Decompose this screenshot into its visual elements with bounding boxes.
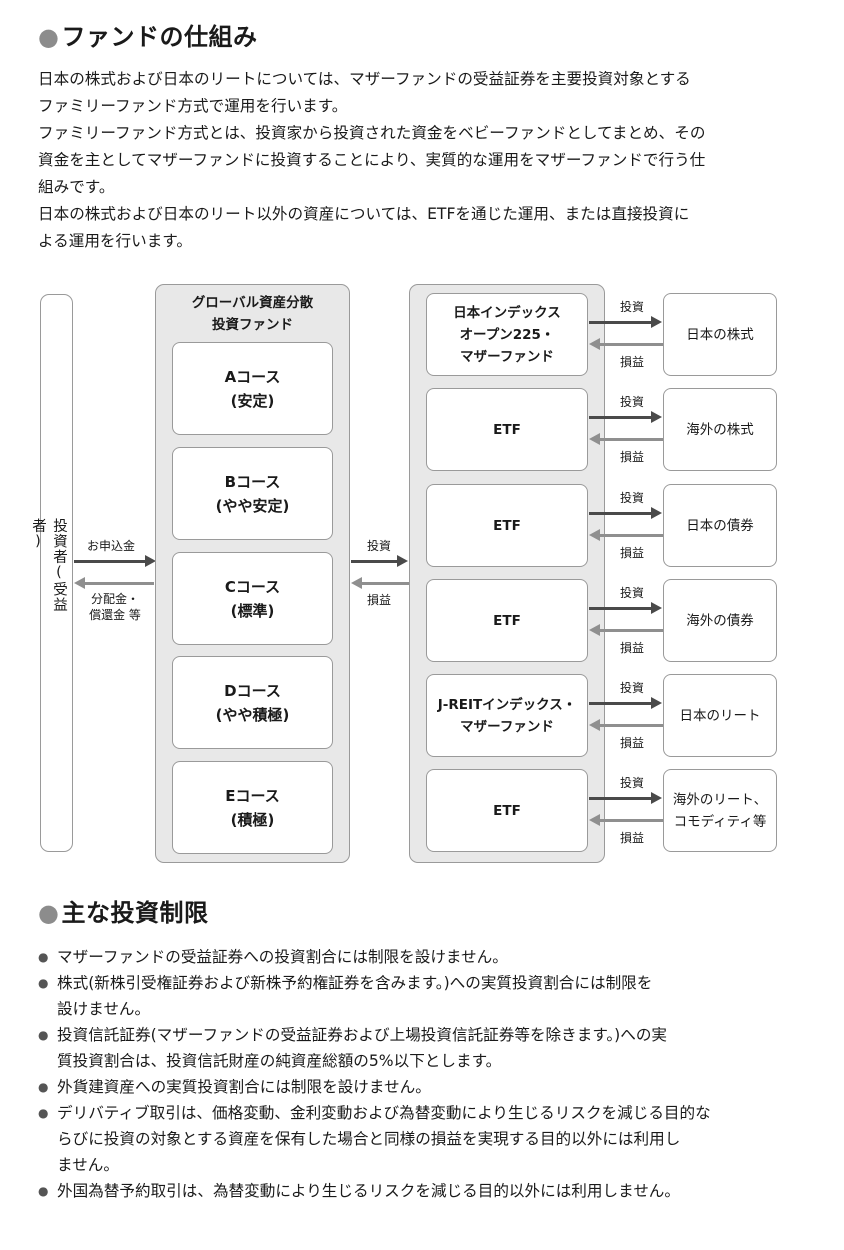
- mid-invest-label: 投資: [367, 539, 392, 553]
- list-item: ●デリバティブ取引は、価格変動、金利変動および為替変動により生じるリスクを減じる…: [38, 1100, 828, 1178]
- distribution-label: 分配金・ 償還金 等: [89, 592, 141, 622]
- course-card: Cコース(標準): [172, 552, 333, 645]
- section-title-investment-restrictions: ●主な投資制限: [38, 899, 209, 927]
- paragraph-line: よる運用を行います。: [38, 232, 192, 250]
- arrow-right-icon: [651, 411, 662, 423]
- investor-box: [40, 294, 73, 852]
- bullet-icon: ●: [38, 1080, 49, 1094]
- subscription-arrow: [74, 560, 146, 563]
- section-title-fund-structure: ●ファンドの仕組み: [38, 23, 258, 51]
- list-item: ●投資信託証券(マザーファンドの受益証券および上場投資信託証券等を除きます。)へ…: [38, 1022, 828, 1074]
- investor-label: 投資者(受益者): [30, 518, 67, 613]
- arrow-left-icon: [589, 338, 600, 350]
- arrow-pair: 投資 損益: [589, 293, 663, 376]
- asset-box: 日本のリート: [663, 674, 777, 757]
- arrow-right-icon: [651, 697, 662, 709]
- paragraph-line: 資金を主としてマザーファンドに投資することにより、実質的な運用をマザーファンドで…: [38, 151, 706, 169]
- vehicle-card: ETF: [426, 769, 588, 852]
- paragraph-line: 日本の株式および日本のリート以外の資産については、ETFを通じた運用、または直接…: [38, 205, 690, 223]
- arrow-left-icon: [589, 814, 600, 826]
- list-item: ●株式(新株引受権証券および新株予約権証券を含みます。)への実質投資割合には制限…: [38, 970, 828, 1022]
- vehicle-card: ETF: [426, 484, 588, 567]
- asset-box: 日本の株式: [663, 293, 777, 376]
- vehicle-column: [409, 284, 605, 863]
- asset-box: 海外の債券: [663, 579, 777, 662]
- list-item: ●外国為替予約取引は、為替変動により生じるリスクを減じる目的以外には利用しません…: [38, 1178, 828, 1204]
- bullet-icon: ●: [38, 950, 49, 964]
- vehicle-card: 日本インデックスオープン225・マザーファンド: [426, 293, 588, 376]
- arrow-pair: 投資 損益: [589, 388, 663, 471]
- bullet-icon: ●: [38, 976, 49, 990]
- fund-title: グローバル資産分散 投資ファンド: [191, 295, 314, 333]
- mid-return-label: 損益: [367, 593, 392, 607]
- arrow-left-icon: [589, 433, 600, 445]
- bullet-icon: ●: [38, 1106, 49, 1120]
- restrictions-list: ●マザーファンドの受益証券への投資割合には制限を設けません。 ●株式(新株引受権…: [38, 944, 828, 1204]
- bullet-icon: ●: [38, 1028, 49, 1042]
- fund-structure-description: 日本の株式および日本のリートについては、マザーファンドの受益証券を主要投資対象と…: [38, 66, 828, 255]
- arrow-right-icon: [651, 792, 662, 804]
- paragraph-line: 組みです。: [38, 178, 115, 196]
- arrow-left-icon: [351, 577, 362, 589]
- course-card: Bコース(やや安定): [172, 447, 333, 540]
- list-item: ●マザーファンドの受益証券への投資割合には制限を設けません。: [38, 944, 828, 970]
- arrow-right-icon: [397, 555, 408, 567]
- vehicle-card: ETF: [426, 388, 588, 471]
- arrow-pair: 投資 損益: [589, 674, 663, 757]
- asset-box: 海外の株式: [663, 388, 777, 471]
- list-item: ●外貨建資産への実質投資割合には制限を設けません。: [38, 1074, 828, 1100]
- paragraph-line: ファミリーファンド方式とは、投資家から投資された資金をベビーファンドとしてまとめ…: [38, 124, 706, 142]
- arrow-pair: 投資 損益: [589, 579, 663, 662]
- course-card: Aコース(安定): [172, 342, 333, 435]
- arrow-right-icon: [651, 602, 662, 614]
- paragraph-line: ファミリーファンド方式で運用を行います。: [38, 97, 348, 115]
- vehicle-card: J-REITインデックス・マザーファンド: [426, 674, 588, 757]
- arrow-left-icon: [74, 577, 85, 589]
- arrow-pair: 投資 損益: [589, 484, 663, 567]
- mid-return-arrow: [361, 582, 409, 585]
- arrow-right-icon: [651, 316, 662, 328]
- asset-box: 海外のリート、コモディティ等: [663, 769, 777, 852]
- bullet-circle-icon: ●: [38, 23, 60, 51]
- asset-box: 日本の債券: [663, 484, 777, 567]
- mid-invest-arrow: [351, 560, 398, 563]
- paragraph-line: 日本の株式および日本のリートについては、マザーファンドの受益証券を主要投資対象と…: [38, 70, 691, 88]
- bullet-icon: ●: [38, 1184, 49, 1198]
- arrow-left-icon: [589, 624, 600, 636]
- subscription-label: お申込金: [87, 539, 136, 553]
- distribution-arrow: [84, 582, 154, 585]
- arrow-pair: 投資 損益: [589, 769, 663, 852]
- fund-structure-diagram: 投資者(受益者) お申込金 分配金・ 償還金 等 グローバル資産分散 投資ファン…: [30, 284, 777, 863]
- arrow-right-icon: [651, 507, 662, 519]
- vehicle-card: ETF: [426, 579, 588, 662]
- bullet-circle-icon: ●: [38, 899, 60, 927]
- course-card: Dコース(やや積極): [172, 656, 333, 749]
- arrow-left-icon: [589, 719, 600, 731]
- course-card: Eコース(積極): [172, 761, 333, 854]
- arrow-left-icon: [589, 529, 600, 541]
- arrow-right-icon: [145, 555, 156, 567]
